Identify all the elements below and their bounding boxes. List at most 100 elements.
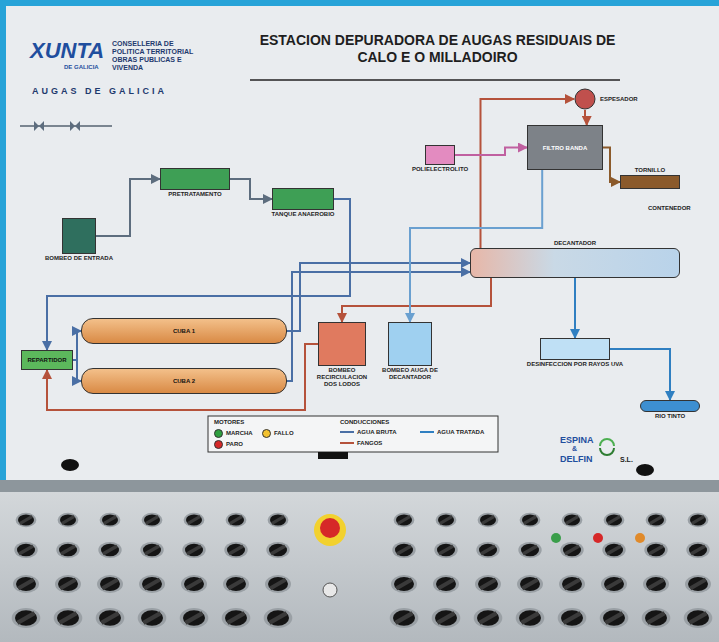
selector-knob: [686, 542, 709, 558]
legend-text: FANGOS: [357, 440, 382, 447]
knob-base: [433, 575, 459, 593]
knob-handle: [16, 611, 35, 625]
knob-body: [18, 514, 34, 525]
selector-knob: [642, 608, 671, 628]
knob-body: [395, 544, 413, 557]
line-sample: [340, 440, 354, 446]
knob-handle: [268, 611, 287, 625]
knob-handle: [395, 578, 413, 590]
knob-base: [223, 575, 249, 593]
selector-knob: [520, 513, 541, 527]
selector-knob: [602, 542, 625, 558]
selector-knob: [97, 575, 123, 593]
knob-base: [600, 608, 629, 628]
knob-base: [560, 542, 583, 558]
selector-knob: [181, 575, 207, 593]
knob-base: [478, 513, 499, 527]
knob-base: [100, 513, 121, 527]
selector-knob: [560, 542, 583, 558]
knob-base: [604, 513, 625, 527]
selector-knob: [436, 513, 457, 527]
knob-handle: [646, 611, 665, 625]
pilot-lamp: [635, 533, 645, 543]
knob-body: [522, 514, 538, 525]
knob-handle: [60, 544, 76, 555]
knob-handle: [690, 544, 706, 555]
board-slot: [318, 452, 348, 459]
maker-name: &: [572, 445, 577, 453]
node-label: TORNILLO: [634, 167, 667, 174]
knob-base: [476, 542, 499, 558]
knob-base: [266, 542, 289, 558]
splitter-box: REPARTIDOR: [21, 350, 73, 370]
knob-base: [264, 608, 293, 628]
pump-station: BOMBEO AUGA DE DECANTADOR: [388, 322, 432, 366]
knob-handle: [229, 515, 243, 525]
knob-handle: [564, 544, 580, 555]
legend-heading: CONDUCCIONES: [340, 419, 389, 426]
knob-body: [17, 544, 35, 557]
knob-handle: [100, 611, 119, 625]
knob-handle: [18, 544, 34, 555]
knob-handle: [480, 544, 496, 555]
knob-base: [684, 608, 713, 628]
knob-body: [564, 514, 580, 525]
knob-body: [647, 544, 665, 557]
knob-handle: [648, 544, 664, 555]
pilot-lamp: [551, 533, 561, 543]
knob-handle: [186, 544, 202, 555]
knob-body: [438, 514, 454, 525]
knob-base: [180, 608, 209, 628]
knob-base: [436, 513, 457, 527]
agency-name: AUGAS DE GALICIA: [32, 86, 167, 96]
knob-handle: [606, 544, 622, 555]
selector-knob: [558, 608, 587, 628]
legend-item: PARO: [214, 440, 243, 449]
knob-handle: [436, 611, 455, 625]
pump-station: BOMBEO DE ENTRADA: [62, 218, 96, 254]
selector-knob: [517, 575, 543, 593]
knob-body: [225, 610, 247, 625]
knob-body: [270, 514, 286, 525]
pipe-connector: [230, 179, 272, 199]
selector-knob: [562, 513, 583, 527]
aeration-tank: CUBA 1: [81, 318, 287, 344]
selector-knob: [646, 513, 667, 527]
pipe-connector: [342, 278, 491, 322]
knob-base: [390, 608, 419, 628]
knob-handle: [396, 544, 412, 555]
knob-base: [688, 513, 709, 527]
selector-knob: [474, 608, 503, 628]
node-label: POLIELECTROLITO: [411, 166, 469, 173]
knob-body: [480, 514, 496, 525]
selector-knob: [184, 513, 205, 527]
knob-handle: [649, 515, 663, 525]
knob-body: [227, 544, 245, 557]
knob-body: [396, 514, 412, 525]
knob-handle: [481, 515, 495, 525]
knob-handle: [607, 515, 621, 525]
knob-body: [688, 577, 708, 591]
pilot-lamp: [593, 533, 603, 543]
knob-base: [562, 513, 583, 527]
knob-body: [267, 610, 289, 625]
aeration-tank: CUBA 2: [81, 368, 287, 394]
knob-body: [228, 514, 244, 525]
knob-handle: [565, 515, 579, 525]
mimic-board: [6, 6, 719, 480]
pipe-connector: [73, 360, 81, 381]
knob-body: [563, 544, 581, 557]
knob-base: [58, 513, 79, 527]
knob-base: [475, 575, 501, 593]
knob-body: [269, 544, 287, 557]
knob-body: [561, 610, 583, 625]
logo-text: DE GALICIA: [64, 64, 99, 71]
knob-handle: [143, 578, 161, 590]
selector-knob: [182, 542, 205, 558]
selector-knob: [604, 513, 625, 527]
knob-handle: [228, 544, 244, 555]
knob-handle: [563, 578, 581, 590]
knob-base: [432, 608, 461, 628]
equipment-label: CONTENEDOR: [648, 205, 691, 212]
